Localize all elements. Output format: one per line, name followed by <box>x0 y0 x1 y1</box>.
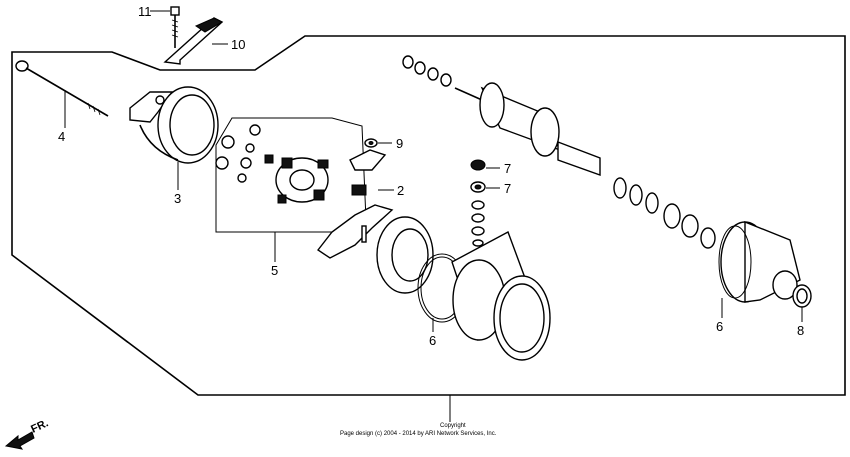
bolt-part-11[interactable] <box>170 6 180 48</box>
armature[interactable] <box>402 55 601 176</box>
callout-6-right: 6 <box>716 319 723 334</box>
callout-7-top: 7 <box>504 161 511 176</box>
yoke-housing[interactable] <box>451 231 551 361</box>
bracket-part-10[interactable] <box>163 17 224 65</box>
rear-housing-part-3[interactable] <box>129 86 219 164</box>
brush-holder-part-5[interactable] <box>215 124 329 204</box>
callout-6-left: 6 <box>429 333 436 348</box>
o-ring-part-6-right[interactable] <box>718 225 752 299</box>
front-direction-label: FR. <box>29 417 50 435</box>
bearing-set[interactable] <box>613 177 716 249</box>
callout-5: 5 <box>271 263 278 278</box>
brush-cover-plate[interactable] <box>376 216 434 294</box>
callout-9: 9 <box>396 136 403 151</box>
front-direction-arrow-icon <box>4 431 35 450</box>
assembly-outline <box>11 35 846 396</box>
brush-plate-part-2[interactable] <box>316 149 394 259</box>
through-bolt-part-4[interactable] <box>15 60 109 117</box>
callout-7-bottom: 7 <box>504 181 511 196</box>
callout-8: 8 <box>797 323 804 338</box>
ring-part-8[interactable] <box>792 284 812 308</box>
callout-10: 10 <box>231 37 245 52</box>
copyright-line-2: Page design (c) 2004 - 2014 by ARI Netwo… <box>340 431 497 437</box>
callout-3: 3 <box>174 191 181 206</box>
front-housing[interactable] <box>720 220 801 303</box>
copyright-line-1: Copyright <box>440 423 466 429</box>
callout-2: 2 <box>397 183 404 198</box>
callout-11: 11 <box>138 4 152 19</box>
nut-stack-part-7[interactable] <box>470 159 486 247</box>
washer-part-9[interactable] <box>364 138 378 148</box>
callout-4: 4 <box>58 129 65 144</box>
